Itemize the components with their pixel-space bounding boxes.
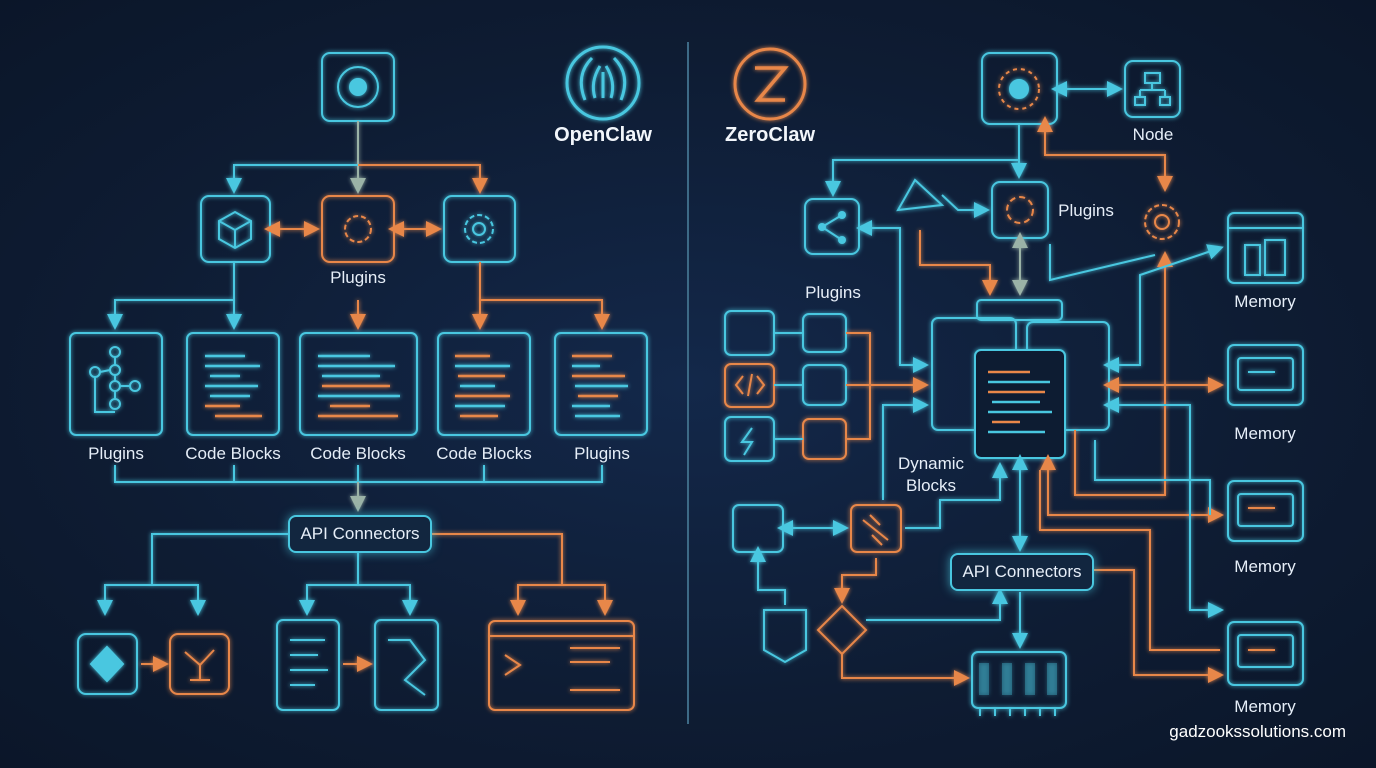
memory-box-2	[1227, 344, 1304, 406]
shield-icon	[763, 609, 807, 664]
zeroclaw-diagram	[724, 47, 1304, 716]
gear-icon-right	[1144, 204, 1180, 240]
terminal-icon	[489, 635, 634, 691]
memory-label-3: Memory	[1234, 557, 1296, 576]
memory-box-4	[1227, 621, 1304, 686]
row-label-3: Code Blocks	[310, 444, 406, 463]
memory-chip	[971, 651, 1067, 709]
gear-icon-cyan	[464, 214, 494, 244]
row-label-5: Plugins	[574, 444, 630, 463]
terminal-window	[488, 620, 635, 711]
hierarchy-icon	[1134, 72, 1171, 106]
link-icon	[862, 514, 889, 546]
flow-icon	[89, 346, 141, 413]
watermark: gadzookssolutions.com	[1169, 722, 1346, 741]
row-label-1: Plugins	[88, 444, 144, 463]
zeroclaw-logo-icon	[733, 47, 807, 121]
diamond-node	[77, 633, 138, 695]
code-lines-decor	[205, 354, 628, 418]
node-label: Node	[1132, 125, 1174, 144]
openclaw-diagram	[69, 45, 648, 711]
dynamic-label-line1: Dynamic	[897, 454, 965, 473]
dynamic-block-front	[974, 349, 1066, 459]
lightning-plugin-node	[724, 416, 775, 462]
emoji-plugin-node	[724, 310, 775, 356]
settings-node	[443, 195, 516, 263]
api-connectors-right: API Connectors	[950, 553, 1094, 591]
row-label-4: Code Blocks	[436, 444, 532, 463]
branch-node	[169, 633, 230, 695]
plugins-top-label: Plugins	[1058, 201, 1114, 220]
plugins-flow-box	[69, 332, 163, 436]
circuit-node	[732, 504, 784, 553]
doc-node-1	[276, 619, 340, 711]
plugins-left-label: Plugins	[805, 283, 861, 302]
memory-label-2: Memory	[1234, 424, 1296, 443]
decision-diamond	[816, 604, 868, 656]
hub-icon	[337, 66, 379, 108]
graph-icon	[896, 178, 945, 212]
row-label-2: Code Blocks	[185, 444, 281, 463]
memory-box-3	[1227, 480, 1304, 542]
plugins-center-label: Plugins	[330, 268, 386, 287]
openclaw-logo-icon	[565, 45, 641, 121]
api-connectors-left: API Connectors	[288, 515, 432, 553]
link-node	[850, 504, 902, 553]
diamond-icon	[89, 645, 125, 683]
zeroclaw-brand: ZeroClaw	[724, 124, 816, 146]
dynamic-label-line2: Blocks	[905, 476, 957, 495]
gear-icon-orange	[344, 215, 372, 243]
memory-label-1: Memory	[1234, 292, 1296, 311]
plugins-top-node	[991, 181, 1049, 239]
code-icon	[734, 373, 766, 397]
openclaw-brand: OpenClaw	[554, 124, 652, 146]
code-block-1	[186, 332, 280, 436]
cube-icon	[218, 210, 252, 250]
memory-box-1	[1227, 212, 1304, 284]
branch-icon	[184, 649, 215, 681]
memory-label-4: Memory	[1234, 697, 1296, 716]
plugins-center-node	[321, 195, 395, 263]
share-node	[804, 198, 860, 255]
lightning-icon	[740, 427, 754, 456]
doc-node-2	[374, 619, 439, 711]
plugins-code-box	[554, 332, 648, 436]
code-block-3	[437, 332, 531, 436]
code-block-2	[299, 332, 418, 436]
